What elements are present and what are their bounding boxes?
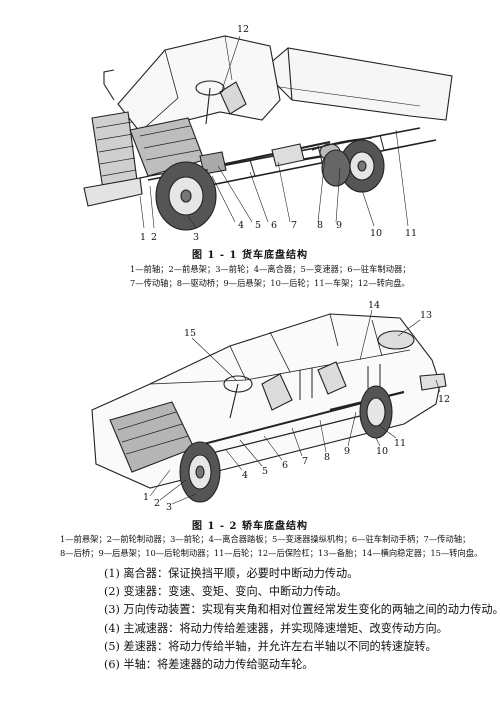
- fig1-callout-10: 10: [370, 228, 382, 239]
- fig1-caption: 图 1 - 1 货车底盘结构: [192, 250, 308, 261]
- list-item: (2) 变速器：变速、变矩、变向、中断动力传动。: [104, 585, 348, 599]
- fig2-callout-7: 7: [302, 456, 308, 467]
- list-item: (6) 半轴：将差速器的动力传给驱动车轮。: [104, 658, 314, 672]
- fig2-callout-6: 6: [282, 460, 288, 471]
- fig1-callout-4: 4: [238, 220, 244, 231]
- fig1-callout-7: 7: [291, 220, 297, 231]
- fig1-callout-6: 6: [271, 220, 277, 231]
- fig1-legend-line: 7—传动轴；8—驱动桥；9—后悬架；10—后轮；11—车架；12—转向盘。: [130, 278, 410, 288]
- list-item: (4) 主减速器：将动力传给差速器，并实现降速增矩、改变传动方向。: [104, 621, 448, 635]
- fig2-legend: 1—前悬架；2—前轮制动器；3—前轮；4—离合器踏板；5—变速器操纵机构；6—驻…: [60, 532, 482, 560]
- fig1-callout-8: 8: [317, 220, 323, 231]
- truck-chassis-figure: 12 1 2 3 4 5 6 7 8 9 10 11: [0, 0, 500, 270]
- fig1-callout-12: 12: [237, 24, 249, 35]
- fig2-callout-8: 8: [324, 452, 330, 463]
- car-chassis-drawing: 15 14 13 12 11 10 9 8 7 6 5 4 1 2 3: [91, 300, 450, 513]
- fig2-callout-3: 3: [166, 502, 172, 513]
- fig2-callout-14: 14: [368, 300, 380, 311]
- list-item: (5) 差速器：将动力传给半轴，并允许左右半轴以不同的转速旋转。: [104, 639, 437, 653]
- fig1-callout-2: 2: [151, 232, 157, 243]
- list-item: (3) 万向传动装置：实现有夹角和相对位置经常发生变化的两轴之间的动力传动。: [104, 603, 500, 617]
- truck-chassis-drawing: 12 1 2 3 4 5 6 7 8 9 10 11: [83, 24, 453, 243]
- fig2-callout-5: 5: [262, 466, 268, 477]
- fig2-callout-15: 15: [184, 328, 196, 339]
- fig1-legend-line: 1—前轴；2—前悬架；3—前轮；4—离合器；5—变速器；6—驻车制动器；: [130, 264, 411, 274]
- fig2-callout-13: 13: [420, 310, 432, 321]
- fig1-callout-3: 3: [193, 232, 199, 243]
- fig1-legend: 1—前轴；2—前悬架；3—前轮；4—离合器；5—变速器；6—驻车制动器； 7—传…: [130, 262, 411, 290]
- fig2-callout-10: 10: [376, 446, 388, 457]
- fig2-legend-line: 1—前悬架；2—前轮制动器；3—前轮；4—离合器踏板；5—变速器操纵机构；6—驻…: [60, 534, 471, 544]
- fig1-callout-11: 11: [405, 228, 417, 239]
- fig2-callout-11: 11: [394, 438, 406, 449]
- list-item: (1) 离合器：保证换挡平顺，必要时中断动力传动。: [104, 567, 359, 580]
- fig1-callout-5: 5: [255, 220, 261, 231]
- fig2-legend-line: 8—后桥；9—后悬架；10—后轮制动器；11—后轮；12—后保险杠；13—备胎；…: [60, 548, 483, 558]
- fig2-callout-9: 9: [344, 446, 350, 457]
- fig2-callout-4: 4: [242, 470, 248, 481]
- fig1-callout-1: 1: [140, 232, 146, 243]
- fig2-callout-12: 12: [438, 394, 450, 405]
- car-chassis-figure: 15 14 13 12 11 10 9 8 7 6 5 4 1 2 3: [0, 300, 500, 515]
- fig2-callout-2: 2: [154, 498, 160, 509]
- fig1-callout-9: 9: [336, 220, 342, 231]
- component-descriptions: (1) 离合器：保证换挡平顺，必要时中断动力传动。 (2) 变速器：变速、变矩、…: [104, 565, 500, 674]
- fig2-caption: 图 1 - 2 轿车底盘结构: [192, 521, 308, 532]
- fig2-callout-1: 1: [143, 492, 149, 503]
